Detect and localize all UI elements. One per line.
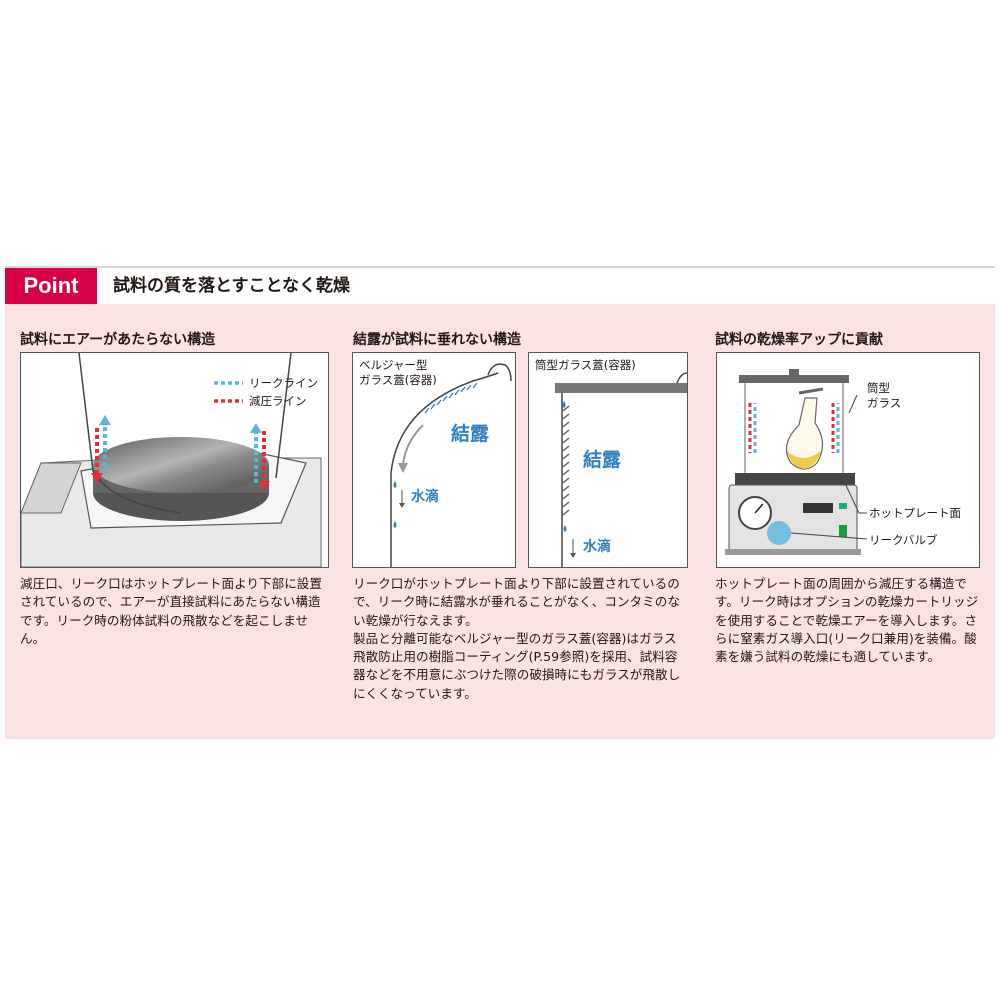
bell-jar-diagram: ベルジャー型 ガラス蓋(容器) 結露 水滴 [352, 352, 516, 568]
bell-jar-label-line1: ベルジャー型 [359, 358, 428, 372]
cylinder-lid-label: 筒型ガラス蓋(容器) [535, 358, 636, 372]
section-2-body-p2: 製品と分離可能なベルジャー型のガラス蓋(容器)はガラス飛散防止用の樹脂コーティン… [353, 630, 681, 701]
dryer-unit-illustration [725, 369, 868, 555]
cylinder-droplet-label: 水滴 [583, 539, 611, 555]
panel-header: 試料の質を落とすことなく乾燥 [5, 268, 995, 305]
section-1-body: 減圧口、リーク口はホットプレート面より下部に設置されているので、エアーが直接試料… [20, 576, 322, 646]
panel-title: 試料の質を落とすことなく乾燥 [113, 276, 350, 296]
leak-valve-label: リークバルブ [869, 533, 938, 547]
section-3-diagram: 筒型 ガラス ホットプレート面 リークバルブ [716, 352, 980, 568]
section-2-body-p1: リーク口がホットプレート面より下部に設置されているので、リーク時に結露水が垂れる… [353, 576, 680, 628]
section-3-title: 試料の乾燥率アップに貢献 [715, 332, 883, 348]
section-1-diagram: リークライン 減圧ライン [20, 352, 329, 568]
point-panel: 試料の質を落とすことなく乾燥 Point 試料にエアーがあたらない構造 [5, 266, 995, 739]
section-2-title: 結露が試料に垂れない構造 [353, 332, 521, 348]
point-badge: Point [5, 268, 97, 304]
bell-jar-droplet-label: 水滴 [411, 489, 439, 505]
hotplate-label: ホットプレート面 [869, 506, 961, 520]
section-2-body: リーク口がホットプレート面より下部に設置されているので、リーク時に結露水が垂れる… [353, 575, 688, 703]
hotplate-diagram-illustration [21, 353, 322, 567]
legend-leak-line: リークライン [249, 376, 318, 390]
glass-label-line2: ガラス [867, 396, 902, 410]
section-1-title: 試料にエアーがあたらない構造 [20, 332, 216, 348]
legend-vacuum-line: 減圧ライン [249, 394, 307, 408]
cylinder-condensation-label: 結露 [583, 449, 622, 471]
cylinder-lid-illustration [555, 372, 687, 567]
cylinder-lid-diagram: 筒型ガラス蓋(容器) 結露 水滴 [528, 352, 688, 568]
bell-jar-condensation-label: 結露 [451, 423, 490, 445]
glass-label-line1: 筒型 [867, 381, 890, 395]
bell-jar-illustration [390, 363, 512, 567]
bell-jar-label-line2: ガラス蓋(容器) [359, 373, 437, 387]
section-3-body: ホットプレート面の周囲から減圧する構造です。リーク時はオプションの乾燥カートリッ… [715, 576, 979, 665]
